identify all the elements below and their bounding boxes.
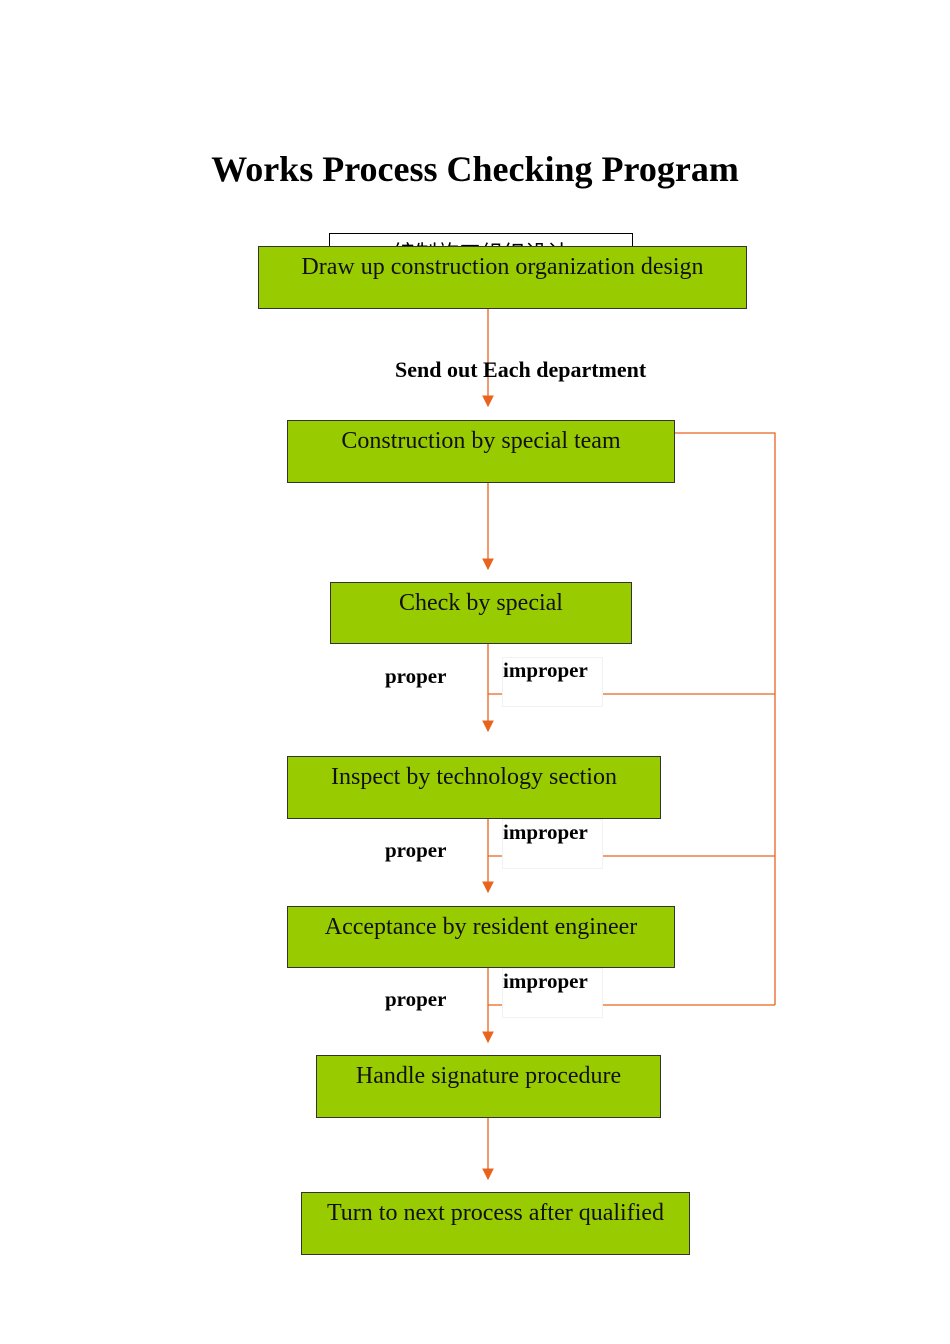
proper-label-2: proper bbox=[385, 838, 447, 862]
improper-label-3: improper bbox=[502, 968, 603, 1018]
step-label: Construction by special team bbox=[341, 428, 621, 454]
page-title: Works Process Checking Program bbox=[211, 149, 739, 189]
step-label: Inspect by technology section bbox=[331, 764, 617, 790]
improper-label-1: improper bbox=[502, 657, 603, 707]
step-label: Acceptance by resident engineer bbox=[324, 914, 638, 940]
step-next-process: Turn to next process after qualified bbox=[301, 1192, 690, 1255]
step-check-by-special: Check by special bbox=[330, 582, 632, 644]
proper-label-3: proper bbox=[385, 987, 447, 1011]
step-label: Check by special bbox=[399, 590, 563, 616]
improper-text-3: improper bbox=[503, 969, 588, 993]
step-label: Draw up construction organization design bbox=[301, 254, 704, 280]
feedback-line bbox=[675, 432, 776, 1005]
step-signature-procedure: Handle signature procedure bbox=[316, 1055, 661, 1118]
step-label: Handle signature procedure bbox=[355, 1063, 622, 1089]
step-inspect-technology: Inspect by technology section bbox=[287, 756, 661, 819]
step-draw-up-design: Draw up construction organization design bbox=[258, 246, 747, 309]
improper-label-2: improper bbox=[502, 819, 603, 869]
improper-text-1: improper bbox=[503, 658, 588, 682]
improper-text-2: improper bbox=[503, 820, 588, 844]
step-label: Turn to next process after qualified bbox=[326, 1200, 665, 1226]
step-acceptance-engineer: Acceptance by resident engineer bbox=[287, 906, 675, 968]
send-out-label: Send out Each department bbox=[395, 357, 647, 382]
step-construction-special-team: Construction by special team bbox=[287, 420, 675, 483]
proper-label-1: proper bbox=[385, 664, 447, 688]
